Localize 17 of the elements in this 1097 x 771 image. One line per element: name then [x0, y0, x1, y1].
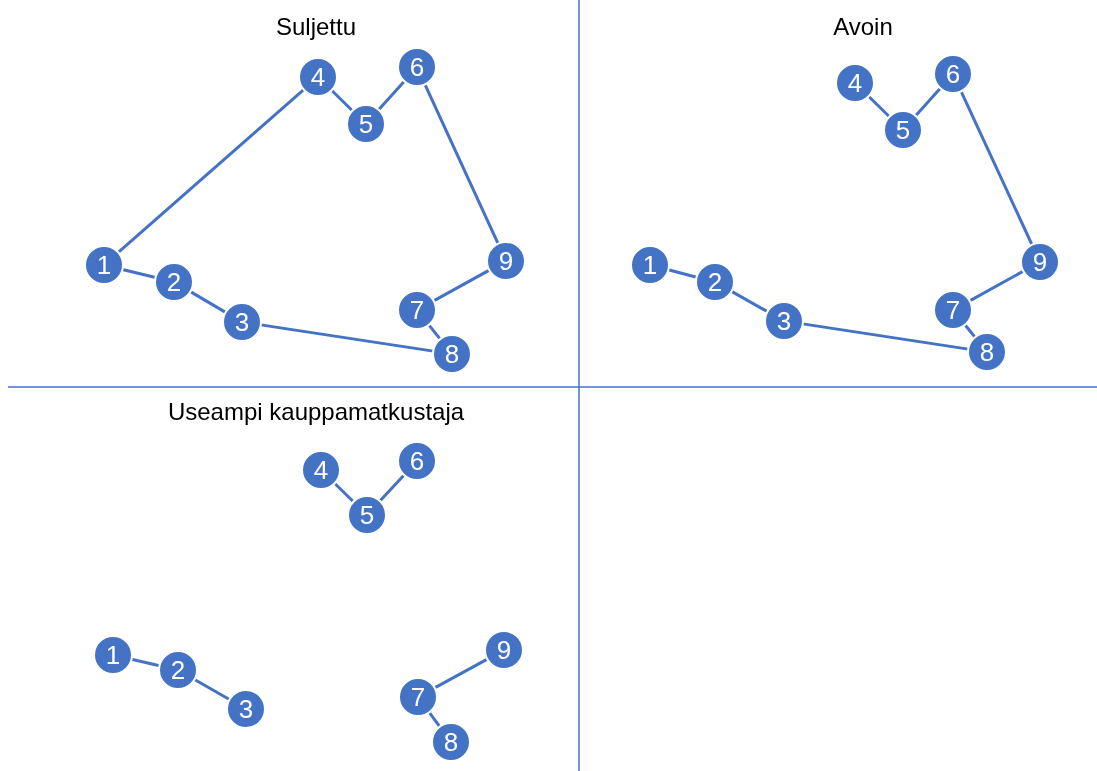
connector-line	[330, 89, 354, 112]
connector-line	[333, 482, 355, 503]
connector-line	[427, 323, 442, 341]
connector-line	[432, 268, 491, 303]
panel-heading: Avoin	[833, 15, 893, 39]
connector-line	[377, 80, 406, 111]
panel-heading: Suljettu	[275, 15, 357, 39]
connector-line	[730, 290, 769, 313]
connector-line	[433, 657, 489, 690]
connector-line	[189, 290, 227, 314]
connector-line	[867, 95, 891, 118]
connector-line	[968, 269, 1025, 303]
connector-line	[914, 87, 942, 117]
panel-heading: Useampi kauppamatkustaja	[167, 400, 465, 424]
connector-line	[193, 678, 231, 701]
connector-line	[378, 473, 406, 503]
connector-line	[117, 88, 305, 254]
